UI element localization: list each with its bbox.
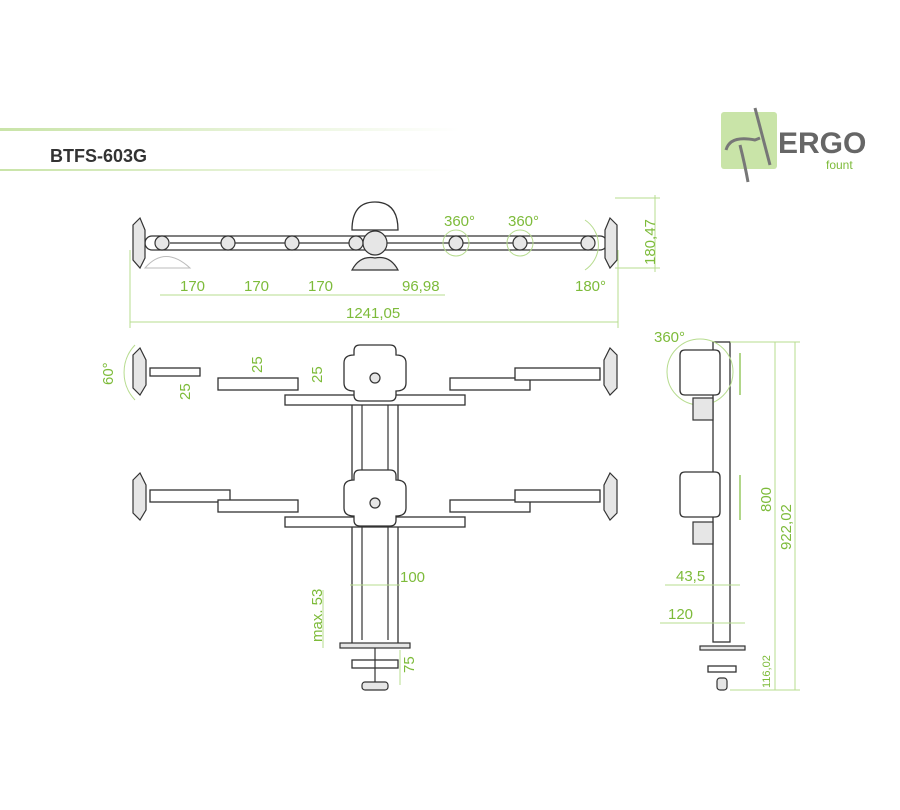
dim-total-width: 1241,05 xyxy=(346,305,400,322)
side-clamp-top xyxy=(699,645,746,651)
dim-depth: 180,47 xyxy=(642,219,659,265)
dim-170-b: 170 xyxy=(244,278,269,295)
clamp-knob xyxy=(361,681,389,691)
dim-25-a: 25 xyxy=(177,383,194,400)
svg-text:fount: fount xyxy=(826,158,853,172)
monitor-plate-upper-right xyxy=(603,346,618,396)
dim-170-c: 170 xyxy=(308,278,333,295)
monitor-plate-upper-left xyxy=(132,346,147,396)
rotation-label-1: 360° xyxy=(444,213,475,230)
dim-clamp-height: 116,02 xyxy=(761,655,773,688)
rotation-label-2: 360° xyxy=(508,213,539,230)
ergofount-logo: ERGO fount xyxy=(721,107,866,183)
tilt-60-label: 60° xyxy=(100,362,117,385)
pole-head xyxy=(351,201,399,231)
front-view: 60° 25 25 25 100 max. 53 75 xyxy=(100,344,618,691)
right-monitor-plate xyxy=(604,216,618,270)
monitor-plate-lower-left xyxy=(132,471,147,521)
header-rule-top xyxy=(0,128,460,131)
dim-96-98: 96,98 xyxy=(402,278,440,295)
header-rule-bottom xyxy=(0,169,460,171)
side-view: 360° 800 922,02 43,5 120 116,02 xyxy=(654,329,800,691)
monitor-plate-lower-right xyxy=(603,471,618,521)
top-view: 170 170 170 96,98 1241,05 360° 360° 180°… xyxy=(129,195,660,328)
joints xyxy=(154,235,596,251)
side-rotation-label: 360° xyxy=(654,329,685,346)
dim-base-depth: 120 xyxy=(668,606,693,623)
dim-25-b: 25 xyxy=(249,356,266,373)
dim-clamp-max: max. 53 xyxy=(309,589,326,642)
desk-clamp-top xyxy=(339,642,411,649)
dim-pole-width: 100 xyxy=(400,569,425,586)
side-vesa-upper xyxy=(679,349,721,396)
side-vesa-lower xyxy=(679,471,721,518)
ghost-plate xyxy=(143,256,192,269)
dim-clamp: 75 xyxy=(401,656,418,673)
tilt-label: 180° xyxy=(575,278,606,295)
dim-adjust-height: 800 xyxy=(758,487,775,512)
dim-25-c: 25 xyxy=(309,366,326,383)
left-monitor-plate xyxy=(132,216,146,270)
dim-pole-depth: 43,5 xyxy=(676,568,705,585)
clamp-base xyxy=(350,256,400,271)
svg-text:ERGO: ERGO xyxy=(778,127,866,160)
dim-170-a: 170 xyxy=(180,278,205,295)
dim-total-height: 922,02 xyxy=(778,504,795,550)
product-title: BTFS-603G xyxy=(50,146,147,166)
